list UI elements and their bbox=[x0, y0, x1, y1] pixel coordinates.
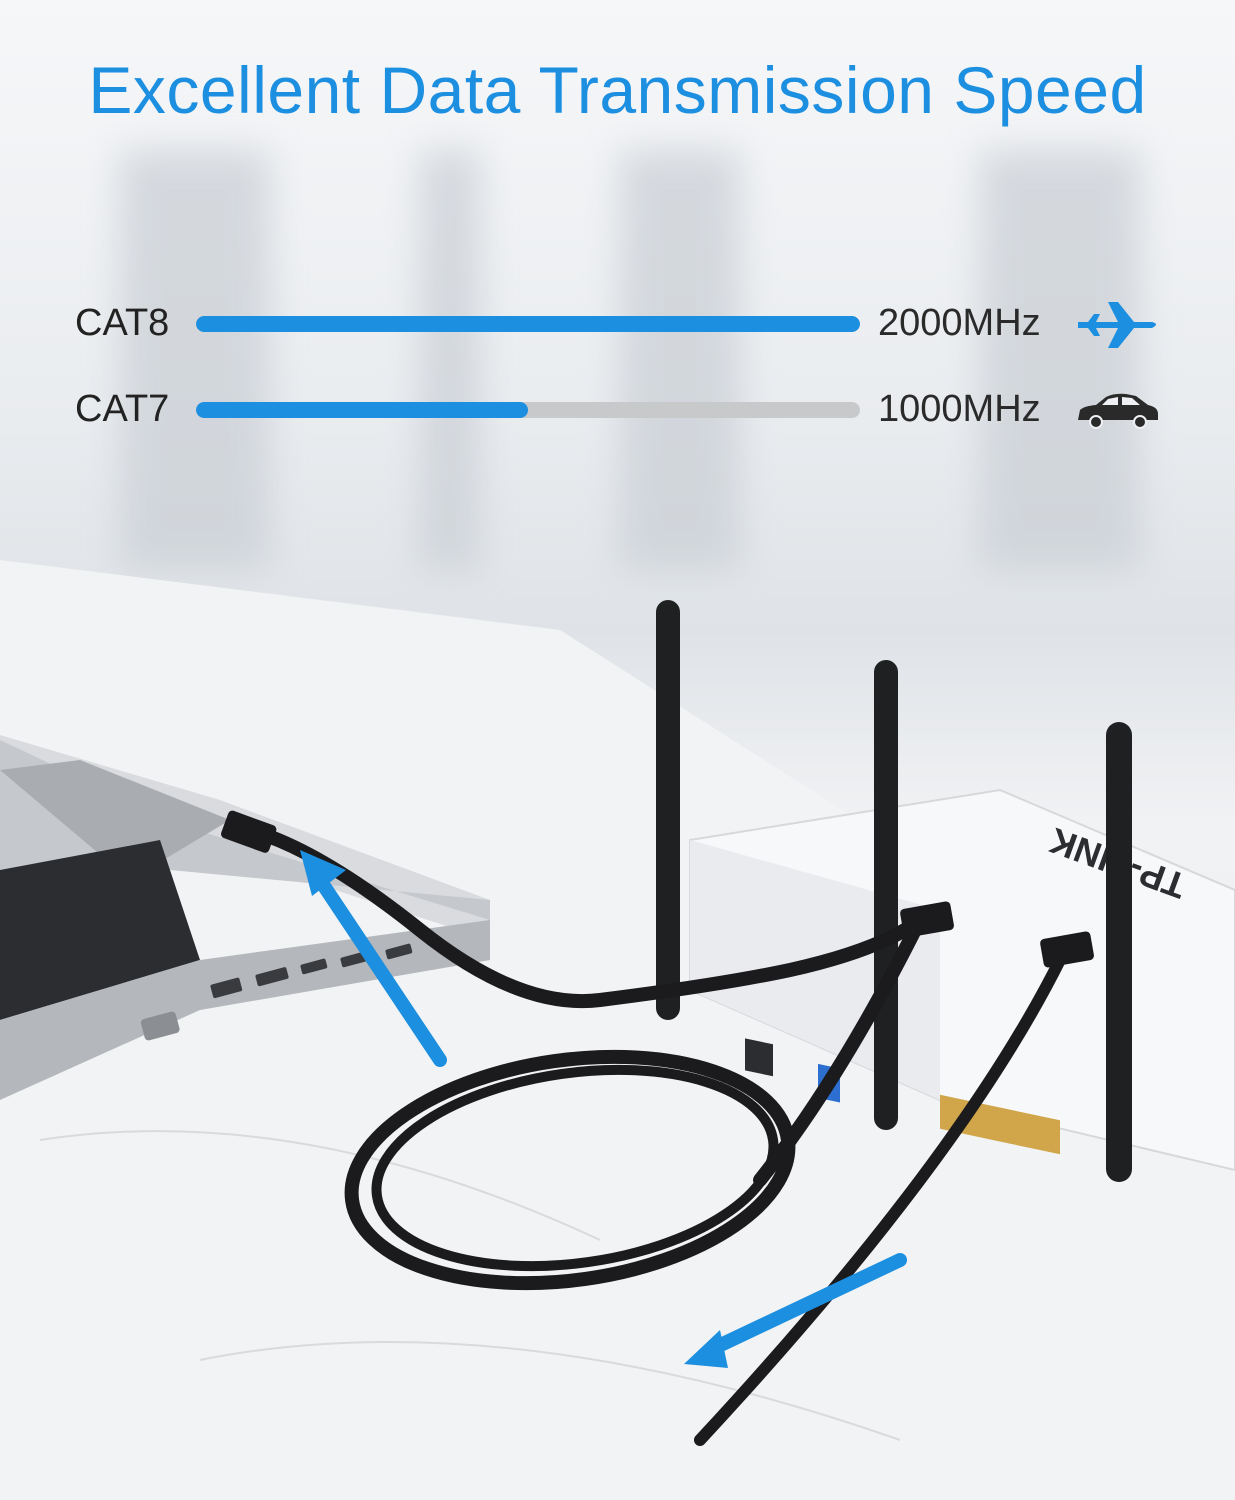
spec-label: CAT7 bbox=[75, 388, 170, 430]
speed-track bbox=[196, 402, 860, 418]
spec-row-cat7: CAT7 1000MHz bbox=[0, 380, 1235, 440]
ethernet-port bbox=[210, 977, 243, 999]
power-port bbox=[745, 1038, 773, 1077]
headline: Excellent Data Transmission Speed bbox=[88, 53, 1147, 127]
spec-row-cat8: CAT8 2000MHz bbox=[0, 294, 1235, 354]
airplane-icon bbox=[1078, 302, 1156, 348]
car-icon bbox=[1078, 393, 1158, 429]
vga-port bbox=[140, 1011, 180, 1041]
speed-fill bbox=[196, 402, 528, 418]
antenna bbox=[874, 660, 898, 1130]
background-window bbox=[620, 150, 740, 570]
arrow-head bbox=[684, 1330, 728, 1368]
laptop-router-photo: TP-LINK bbox=[0, 560, 1235, 1500]
spec-value: 1000MHz bbox=[878, 388, 1041, 430]
usb-port bbox=[340, 951, 368, 968]
background-window bbox=[420, 150, 480, 570]
spec-value: 2000MHz bbox=[878, 302, 1041, 344]
antenna bbox=[1106, 722, 1132, 1182]
speed-fill bbox=[196, 316, 860, 332]
antennas bbox=[656, 600, 1132, 1182]
ethernet-cable bbox=[221, 810, 1094, 1446]
arrow-up-icon bbox=[313, 873, 447, 1067]
background-window bbox=[980, 150, 1140, 570]
spec-label: CAT8 bbox=[75, 302, 170, 344]
background-window bbox=[120, 150, 270, 570]
hdmi-port bbox=[255, 967, 289, 987]
speed-track bbox=[196, 316, 860, 332]
touchpad bbox=[0, 760, 230, 880]
table-surface bbox=[0, 560, 1235, 1500]
antenna bbox=[656, 600, 680, 1020]
data-flow-arrows bbox=[300, 850, 907, 1368]
usb-port bbox=[385, 943, 413, 960]
arrow-down-icon bbox=[703, 1253, 907, 1357]
usb-port bbox=[300, 958, 328, 975]
arrow-head bbox=[300, 850, 346, 896]
